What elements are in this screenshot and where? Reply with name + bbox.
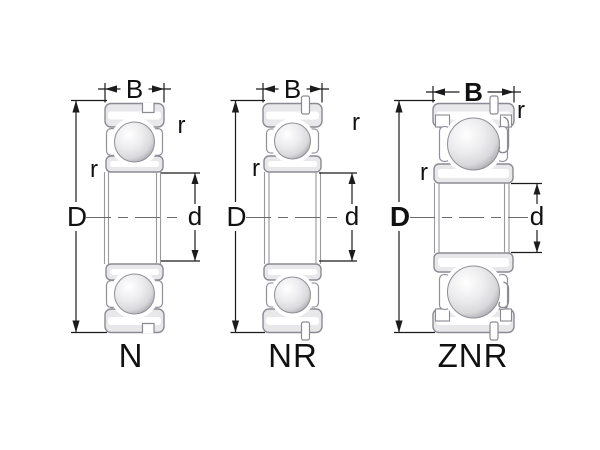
dimension-arrowhead (533, 183, 541, 195)
ball (114, 121, 155, 163)
outer-ring-groove-stripe (266, 317, 319, 325)
dimension-arrowhead (263, 85, 275, 93)
dim-label-width: B (464, 77, 483, 107)
dimension-arrowhead (72, 100, 80, 113)
dimension-arrowhead (533, 241, 541, 253)
shield-groove-step (434, 308, 451, 322)
shield-groove-step (434, 114, 451, 128)
snap-ring-groove (141, 102, 155, 114)
dimension-arrowhead (191, 250, 199, 261)
dim-label-radius-top: r (352, 109, 360, 136)
ball (114, 273, 155, 315)
dimension-arrowhead (105, 85, 117, 93)
shield-z (498, 281, 510, 309)
shield-groove-step (499, 114, 513, 128)
bearing-name-label: ZNR (438, 337, 509, 374)
dimension-arrowhead (502, 88, 514, 96)
ball (447, 117, 500, 171)
dimension-arrowhead (231, 100, 240, 113)
outer-ring-groove-stripe (108, 111, 161, 120)
dimension-arrowhead (348, 173, 356, 184)
inner-ring-groove-stripe (268, 269, 317, 275)
dim-label-bore-diameter: d (188, 201, 202, 231)
shield-groove-step (499, 308, 513, 322)
ball (274, 122, 311, 160)
dimension-arrowhead (152, 85, 164, 93)
dimension-arrowhead (395, 100, 403, 113)
dim-label-outer-diameter: D (390, 201, 410, 232)
dim-label-outer-diameter: D (67, 201, 87, 232)
snap-ring-groove (141, 322, 155, 334)
dim-label-radius-top: r (517, 97, 525, 124)
dimension-arrowhead (433, 88, 445, 96)
inner-ring-groove-stripe (268, 161, 317, 167)
bearing-name-label: N (119, 337, 144, 374)
dim-label-width: B (284, 74, 301, 104)
dim-label-bore-diameter: d (345, 201, 359, 231)
dimension-arrowhead (231, 320, 240, 333)
snap-ring-tab (300, 95, 311, 115)
dimension-arrowhead (72, 320, 80, 333)
dimension-arrowhead (191, 173, 199, 184)
ball (274, 276, 311, 314)
snap-ring-tab (489, 321, 499, 341)
dim-label-radius-left: r (252, 155, 260, 182)
dim-label-bore-diameter: d (530, 201, 544, 231)
dimension-arrowhead (348, 250, 356, 261)
dim-label-width: B (126, 74, 143, 104)
snap-ring-tab (300, 321, 311, 341)
dimension-arrowhead (395, 320, 403, 333)
ball (447, 265, 500, 319)
outer-ring-groove-stripe (266, 111, 319, 120)
dim-label-radius-left: r (90, 156, 98, 183)
dim-label-outer-diameter: D (226, 201, 246, 232)
shield-z (498, 116, 510, 154)
dim-label-radius-left: r (420, 159, 428, 186)
bearing-name-label: NR (268, 337, 318, 374)
dim-label-radius-top: r (178, 112, 186, 139)
snap-ring-tab (489, 95, 499, 115)
dimension-arrowhead (310, 85, 322, 93)
